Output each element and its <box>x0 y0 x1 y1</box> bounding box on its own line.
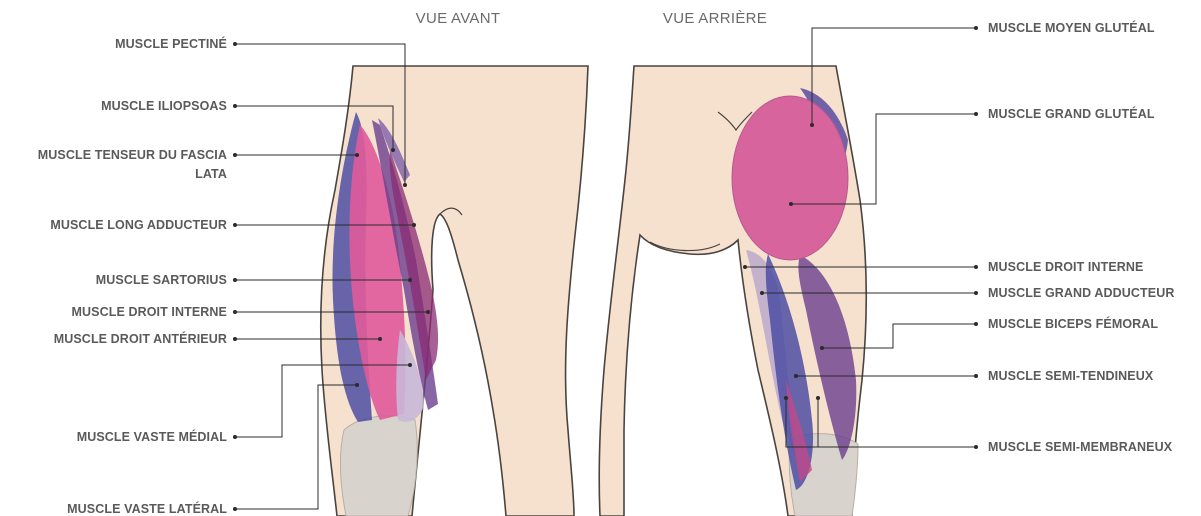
back-muscle-grand-gluteal <box>732 96 848 260</box>
label-front-tenseur-line2: LATA <box>195 167 227 181</box>
label-front-iliopsoas: MUSCLE ILIOPSOAS <box>101 99 227 113</box>
heading-front-view: VUE AVANT <box>416 10 501 27</box>
label-front-tenseur: MUSCLE TENSEUR DU FASCIA <box>38 148 227 162</box>
front-knee-bone <box>340 416 417 516</box>
label-back-biceps-femoral: MUSCLE BICEPS FÉMORAL <box>988 316 1158 331</box>
label-back-semi-membraneux: MUSCLE SEMI-MEMBRANEUX <box>988 440 1173 454</box>
label-back-moyen-gluteal: MUSCLE MOYEN GLUTÉAL <box>988 20 1155 35</box>
label-back-semi-tendineux: MUSCLE SEMI-TENDINEUX <box>988 369 1154 383</box>
back-view-illustration <box>599 66 866 516</box>
label-front-vaste-lateral: MUSCLE VASTE LATÉRAL <box>67 501 227 516</box>
front-view-illustration <box>321 66 588 516</box>
label-front-pectine: MUSCLE PECTINÉ <box>115 36 227 51</box>
label-back-droit-interne: MUSCLE DROIT INTERNE <box>988 260 1143 274</box>
label-front-droit-anterieur: MUSCLE DROIT ANTÉRIEUR <box>54 331 227 346</box>
label-front-sartorius: MUSCLE SARTORIUS <box>96 273 227 287</box>
label-front-long-adducteur: MUSCLE LONG ADDUCTEUR <box>50 218 227 232</box>
label-front-vaste-medial: MUSCLE VASTE MÉDIAL <box>77 429 228 444</box>
label-front-droit-interne: MUSCLE DROIT INTERNE <box>72 305 227 319</box>
label-back-grand-gluteal: MUSCLE GRAND GLUTÉAL <box>988 106 1155 121</box>
heading-back-view: VUE ARRIÈRE <box>663 10 767 27</box>
label-back-grand-adducteur: MUSCLE GRAND ADDUCTEUR <box>988 286 1174 300</box>
